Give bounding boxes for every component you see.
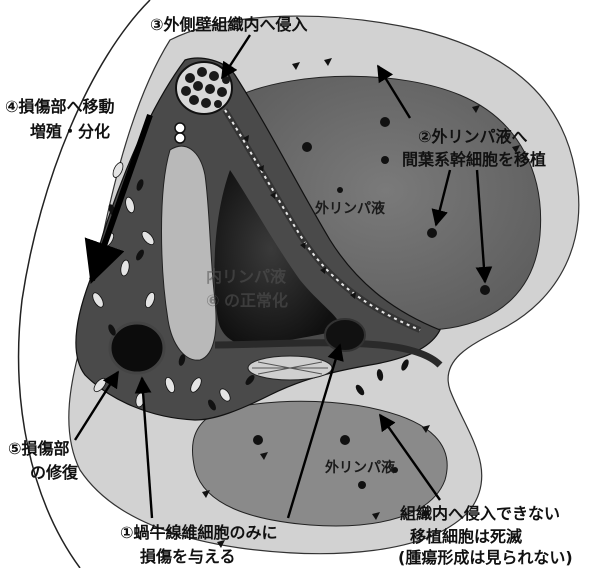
label-step2-line1: ②外リンパ液へ (418, 127, 528, 146)
label-step5-line2: の修復 (30, 463, 79, 482)
label-step6-symbol: ⑥ (206, 291, 220, 310)
label-note-line1: 組織内へ侵入できない (400, 504, 560, 523)
label-step2-line2: 間葉系幹細胞を移植 (402, 150, 546, 169)
damage-cavity (110, 323, 164, 373)
label-endolymph-line1: 内リンパ液 (206, 267, 287, 286)
label-note-line3: (腫瘍形成は見られない) (398, 548, 573, 567)
label-step1-line1: ①蝸牛線維細胞のみに (120, 523, 278, 542)
label-endolymph-line2: の正常化 (224, 291, 288, 310)
label-perilymph-upper: 外リンパ液 (315, 200, 386, 217)
label-step5-line1: ⑤損傷部 (8, 439, 70, 458)
label-perilymph-lower: 外リンパ液 (325, 459, 396, 476)
spiral-limbus-hole (325, 319, 365, 351)
label-step4-line1: ④損傷部へ移動 (5, 97, 115, 116)
label-note-line2: 移植細胞は死滅 (410, 527, 522, 546)
vessel-bundle (176, 62, 232, 114)
label-step4-line2: 増殖・分化 (30, 122, 110, 141)
label-step3: ③外側壁組織内へ侵入 (150, 15, 308, 34)
label-step1-line2: 損傷を与える (140, 547, 236, 566)
